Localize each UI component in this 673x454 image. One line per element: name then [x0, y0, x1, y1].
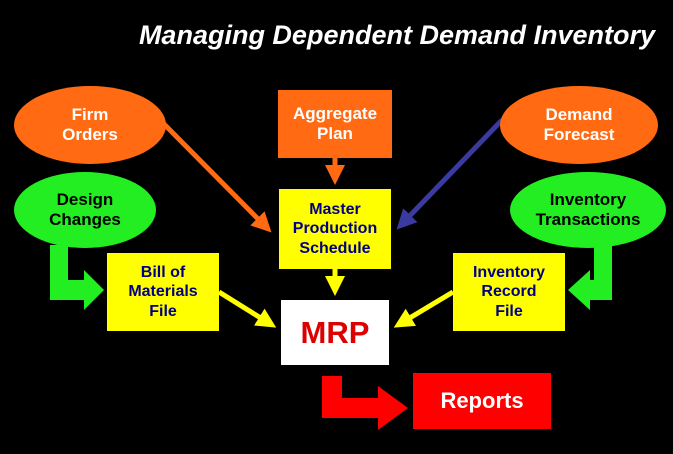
arrow-inventory-transactions-to-record — [568, 245, 612, 310]
slide-title: Managing Dependent Demand Inventory — [138, 20, 655, 50]
inventory-record-node: Inventory Record File — [453, 253, 565, 331]
master-production-schedule-label: Master Production Schedule — [292, 201, 378, 257]
demand-forecast-node: Demand Forecast — [500, 86, 658, 164]
firm-orders-node: Firm Orders — [14, 86, 166, 164]
inventory-transactions-label: Inventory Transactions — [535, 189, 641, 229]
aggregate-plan-node: Aggregate Plan — [278, 90, 392, 158]
design-changes-label: Design Changes — [49, 189, 121, 229]
inventory-record-label: Inventory Record File — [472, 264, 545, 320]
arrow-demand-forecast-to-mps — [396, 118, 504, 230]
design-changes-node: Design Changes — [14, 172, 156, 248]
mrp-node: MRP — [281, 300, 389, 365]
arrow-inventory-record-to-mrp — [393, 289, 455, 328]
inventory-transactions-node: Inventory Transactions — [510, 172, 666, 248]
reports-node: Reports — [413, 373, 551, 429]
arrow-mrp-to-reports — [322, 376, 408, 430]
mrp-label: MRP — [300, 314, 370, 350]
demand-forecast-label: Demand Forecast — [543, 104, 615, 144]
arrow-firm-orders-to-mps — [158, 118, 272, 233]
reports-label: Reports — [440, 387, 524, 413]
bill-of-materials-label: Bill of Materials File — [128, 264, 198, 320]
aggregate-plan-label: Aggregate Plan — [292, 103, 378, 143]
bill-of-materials-node: Bill of Materials File — [107, 253, 219, 331]
arrow-design-changes-to-bom — [50, 245, 104, 310]
arrow-bom-to-mrp — [217, 289, 277, 328]
firm-orders-label: Firm Orders — [62, 104, 118, 144]
master-production-schedule-node: Master Production Schedule — [279, 189, 391, 269]
